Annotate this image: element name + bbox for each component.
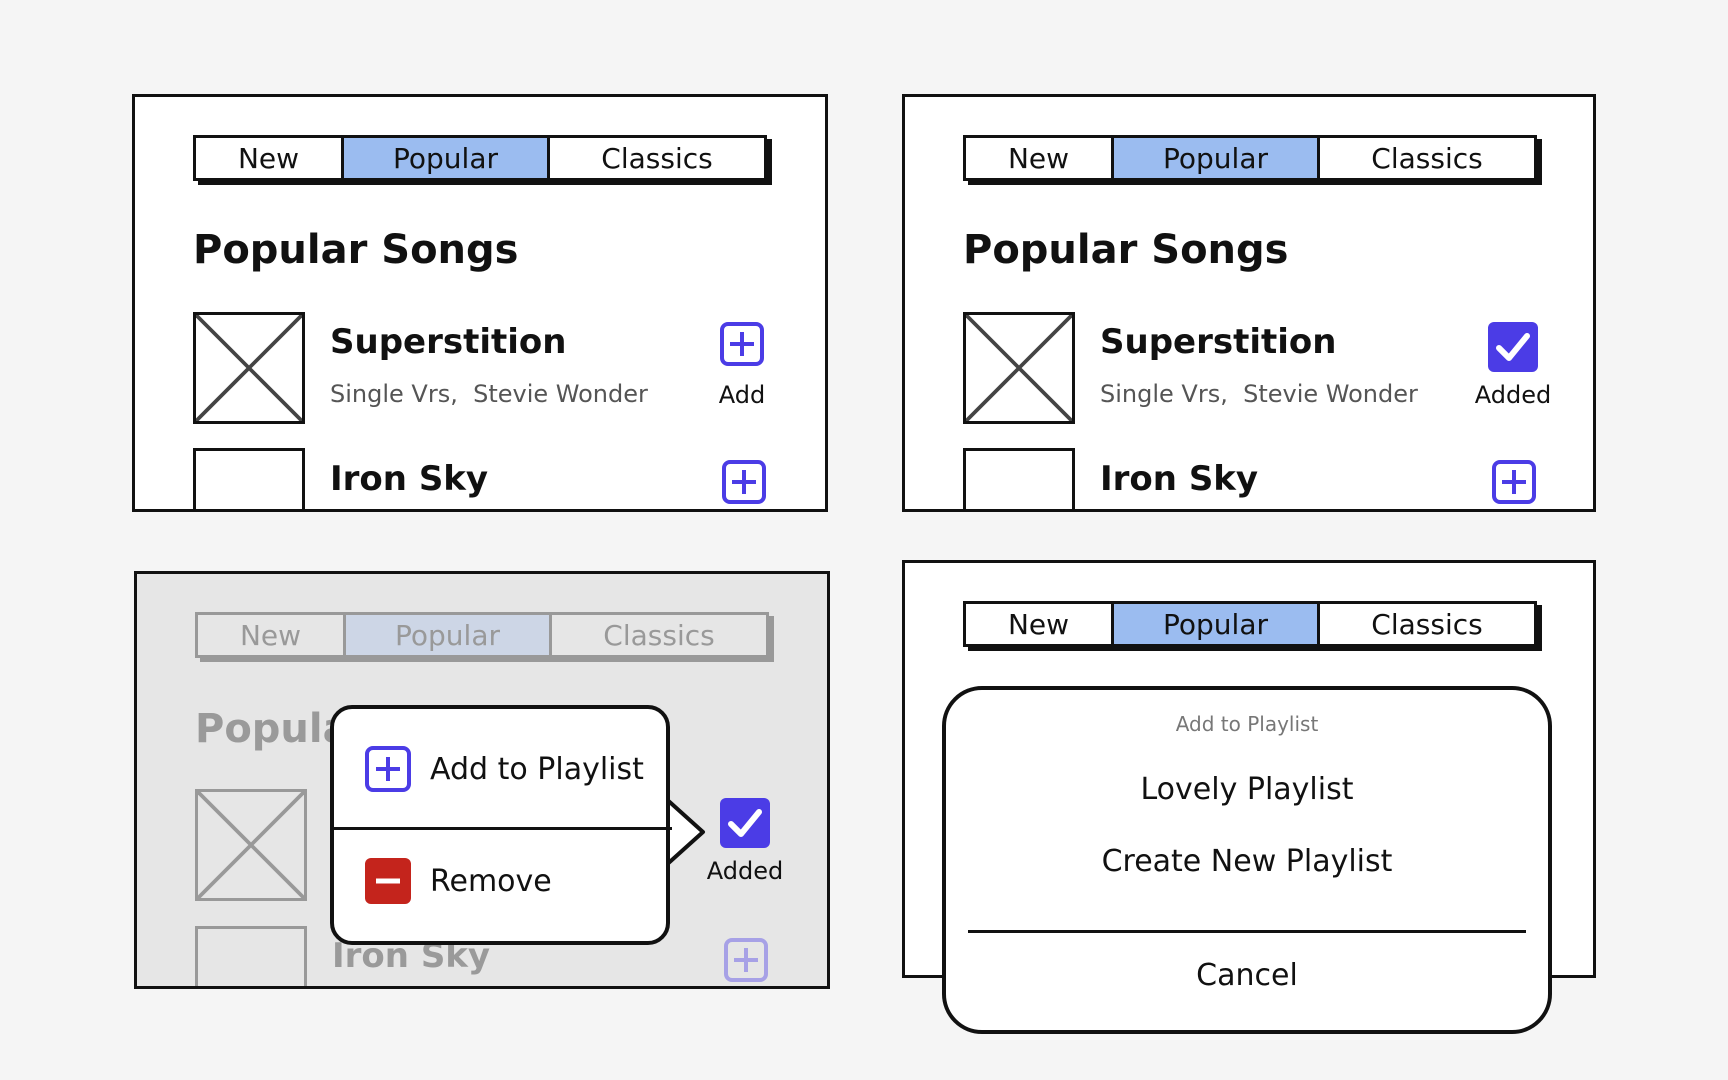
image-placeholder-icon (196, 315, 302, 421)
add-button[interactable] (719, 321, 765, 367)
panel-song-list-default: New Popular Classics Popular Songs Super… (132, 94, 828, 512)
playlist-option[interactable]: Lovely Playlist (1140, 772, 1354, 807)
plus-square-icon (720, 322, 764, 366)
remove-label: Remove (430, 863, 552, 899)
sheet-title: Add to Playlist (1175, 712, 1319, 736)
added-label: Added (1474, 381, 1552, 409)
song-title: Iron Sky (330, 459, 489, 499)
tab-popular[interactable]: Popular (346, 615, 552, 655)
sheet-divider (968, 930, 1526, 933)
image-placeholder-icon (966, 315, 1072, 421)
tab-popular[interactable]: Popular (1114, 604, 1320, 644)
add-label: Add (718, 381, 766, 409)
remove-option[interactable]: Remove (364, 857, 552, 905)
add-to-playlist-sheet: Add to Playlist Lovely Playlist Create N… (942, 686, 1552, 1034)
section-title: Popular Songs (963, 227, 1289, 273)
tab-popular[interactable]: Popular (344, 138, 550, 178)
panel-song-list-added: New Popular Classics Popular Songs Super… (902, 94, 1596, 512)
cancel-button[interactable]: Cancel (1196, 958, 1298, 993)
add-to-playlist-option[interactable]: Add to Playlist (364, 745, 644, 793)
section-title: Popular Songs (193, 227, 519, 273)
song-meta: Single Vrs, Stevie Wonder (330, 380, 648, 408)
song-title: Superstition (330, 322, 567, 362)
song-options-popover: Add to Playlist Remove (330, 705, 672, 945)
tab-popular[interactable]: Popular (1114, 138, 1320, 178)
added-label: Added (706, 857, 784, 885)
segmented-tabs: New Popular Classics (963, 135, 1537, 181)
add-to-playlist-label: Add to Playlist (430, 751, 644, 787)
tab-classics[interactable]: Classics (1371, 141, 1483, 175)
segmented-tabs: New Popular Classics (963, 601, 1537, 647)
section-title: Popula (195, 706, 350, 752)
tab-new[interactable]: New (966, 604, 1114, 644)
add-button[interactable] (1491, 459, 1537, 505)
create-playlist-option[interactable]: Create New Playlist (1101, 844, 1393, 879)
album-art-placeholder (193, 448, 305, 509)
plus-square-icon (1492, 460, 1536, 504)
segmented-tabs: New Popular Classics (195, 612, 769, 658)
add-button[interactable] (721, 459, 767, 505)
segmented-tabs: New Popular Classics (193, 135, 767, 181)
check-square-icon (1488, 322, 1538, 372)
tab-new[interactable]: New (966, 138, 1114, 178)
image-placeholder-icon (198, 792, 304, 898)
tab-classics[interactable]: Classics (603, 618, 715, 652)
added-button[interactable] (1487, 321, 1539, 373)
album-art-placeholder (195, 789, 307, 901)
plus-square-icon (722, 460, 766, 504)
added-button[interactable] (719, 797, 771, 849)
add-button[interactable] (723, 937, 769, 983)
album-art-placeholder (195, 926, 307, 986)
check-square-icon (720, 798, 770, 848)
song-meta: Single Vrs, Stevie Wonder (1100, 380, 1418, 408)
tab-classics[interactable]: Classics (1371, 607, 1483, 641)
song-title: Superstition (1100, 322, 1337, 362)
tab-new[interactable]: New (196, 138, 344, 178)
minus-square-icon (365, 858, 411, 904)
plus-square-icon (365, 746, 411, 792)
plus-square-icon (724, 938, 768, 982)
album-art-placeholder (963, 312, 1075, 424)
tab-classics[interactable]: Classics (601, 141, 713, 175)
album-art-placeholder (193, 312, 305, 424)
tab-new[interactable]: New (198, 615, 346, 655)
album-art-placeholder (963, 448, 1075, 509)
song-title: Iron Sky (1100, 459, 1259, 499)
popover-divider (334, 827, 672, 830)
